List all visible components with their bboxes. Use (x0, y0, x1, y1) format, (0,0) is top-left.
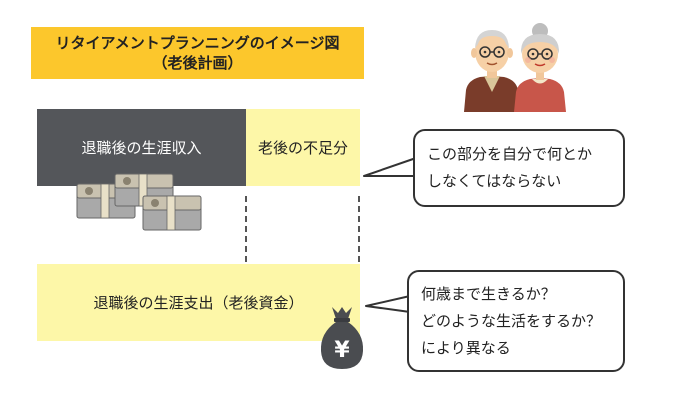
yen-symbol: ¥ (334, 338, 350, 363)
bubble-tail-shortfall (363, 157, 418, 177)
lifetime-income-label: 退職後の生涯収入 (81, 139, 202, 157)
shortfall-box: 老後の不足分 (246, 109, 360, 186)
elderly-woman-icon (514, 23, 566, 112)
title-line-1: リタイアメントプランニングのイメージ図 (55, 34, 340, 52)
banknote-stack-icon (142, 195, 202, 231)
bubble-tail-expense (365, 295, 412, 313)
speech-bubble-expense: 何歳まで生きるか？ どのような生活をするか？ により異なる (407, 270, 625, 372)
bubble-expense-line-3: により異なる (421, 338, 511, 357)
bubble-shortfall-line-1: この部分を自分で何とか (427, 145, 593, 163)
bubble-expense-line-2: どのような生活をするか？ (421, 311, 602, 330)
bubble-expense-line-1: 何歳まで生きるか？ (421, 284, 556, 303)
lifetime-expense-label: 退職後の生涯支出（老後資金） (93, 294, 304, 312)
elderly-man-icon (464, 30, 520, 112)
title-line-2: （老後計画） (152, 54, 243, 72)
elderly-couple-icon (464, 23, 566, 112)
dotted-connector-left (245, 196, 247, 262)
shortfall-label: 老後の不足分 (257, 139, 348, 157)
speech-bubble-shortfall: この部分を自分で何とか しなくてはならない (413, 129, 625, 207)
bubble-shortfall-line-2: しなくてはならない (427, 172, 562, 190)
title-banner: リタイアメントプランニングのイメージ図 （老後計画） (31, 27, 364, 79)
money-bag-icon: ¥ (320, 307, 364, 369)
lifetime-expense-box: 退職後の生涯支出（老後資金） (37, 264, 360, 341)
dotted-connector-right (358, 196, 360, 262)
lifetime-income-box: 退職後の生涯収入 (37, 109, 246, 186)
banknote-stacks-icon (76, 173, 202, 231)
